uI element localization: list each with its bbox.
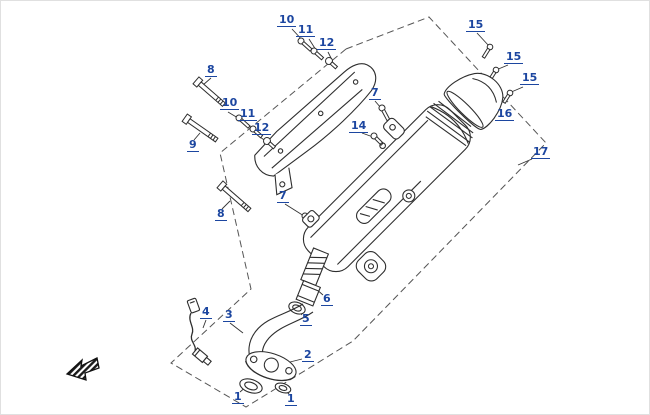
direction-arrow-icon bbox=[65, 357, 100, 381]
gasket-ring-1b bbox=[274, 382, 292, 394]
part-number-label: 12 bbox=[252, 121, 272, 135]
heat-shield bbox=[254, 63, 377, 196]
muffler-end-cap bbox=[443, 72, 504, 130]
part-number-label: 8 bbox=[215, 207, 227, 221]
part-number-label: 2 bbox=[302, 348, 314, 362]
part-number-label: 11 bbox=[296, 23, 316, 37]
part-number-label: 12 bbox=[317, 36, 337, 50]
screw-15-c bbox=[502, 89, 514, 105]
gasket-ring-1a bbox=[239, 378, 263, 394]
part-number-label: 8 bbox=[205, 63, 217, 77]
oxygen-sensor bbox=[186, 297, 212, 366]
part-number-label: 11 bbox=[238, 107, 258, 121]
part-number-label: 6 bbox=[321, 292, 333, 306]
exhaust-flange bbox=[244, 351, 297, 382]
part-number-label: 9 bbox=[187, 138, 199, 152]
washer-12-lower bbox=[263, 137, 277, 150]
part-number-label: 1 bbox=[232, 390, 244, 404]
part-number-label: 15 bbox=[466, 18, 486, 32]
part-number-label: 10 bbox=[277, 13, 297, 27]
screw-10-lower bbox=[235, 114, 251, 129]
part-number-label: 14 bbox=[349, 119, 369, 133]
part-number-label: 7 bbox=[277, 189, 289, 203]
part-number-label: 3 bbox=[223, 308, 235, 322]
muffler-body bbox=[302, 100, 474, 282]
part-number-label: 7 bbox=[369, 86, 381, 100]
washer-12-upper bbox=[325, 57, 339, 70]
clamp-collar bbox=[295, 279, 322, 307]
bolt-8-lower bbox=[216, 180, 252, 213]
screw-15-b bbox=[488, 66, 500, 82]
part-number-label: 15 bbox=[504, 50, 524, 64]
dashed-boundary bbox=[170, 16, 547, 408]
screw-15-a bbox=[481, 43, 494, 59]
part-number-label: 1 bbox=[285, 392, 297, 406]
part-number-label: 4 bbox=[200, 305, 212, 319]
bolt-9 bbox=[181, 113, 219, 143]
bolt-8-upper bbox=[192, 76, 227, 108]
screw-11-upper bbox=[310, 47, 325, 61]
part-number-label: 15 bbox=[520, 71, 540, 85]
part-number-label: 16 bbox=[495, 107, 515, 121]
part-number-label: 5 bbox=[300, 312, 312, 326]
screw-11-lower bbox=[249, 125, 264, 139]
part-number-label: 10 bbox=[220, 96, 240, 110]
part-number-label: 17 bbox=[531, 145, 551, 159]
